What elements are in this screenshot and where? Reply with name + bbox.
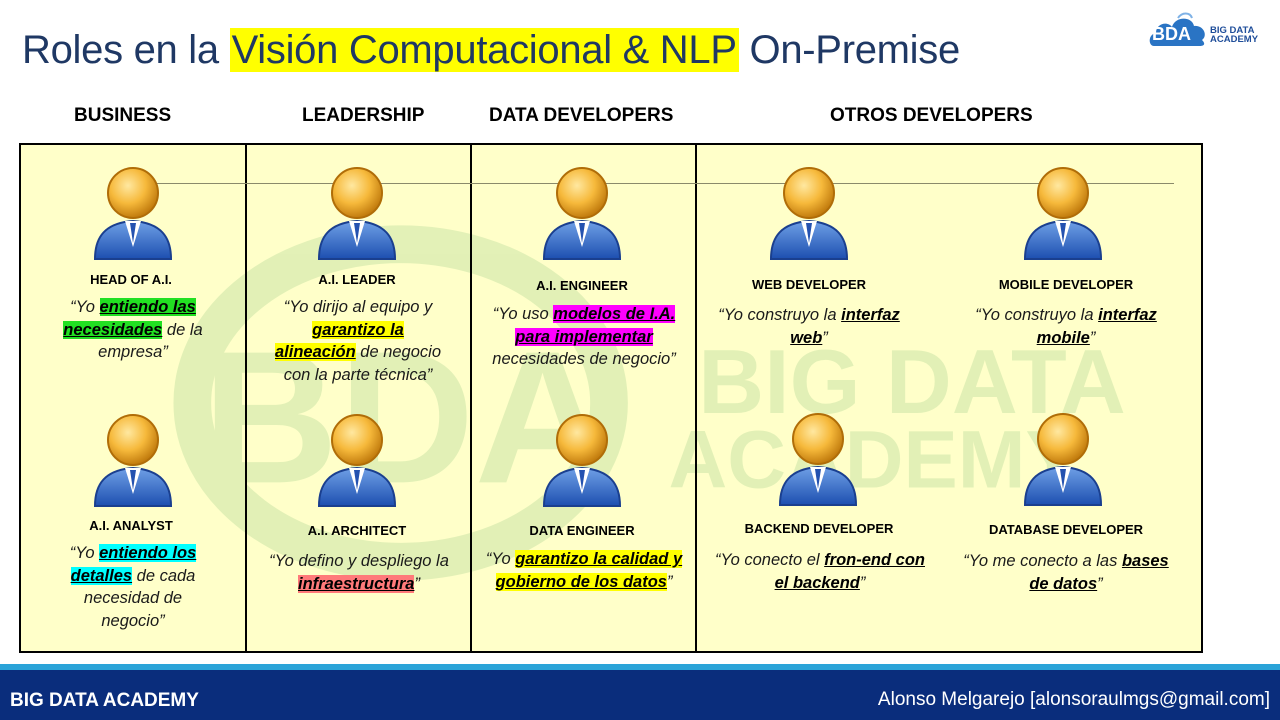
roles-board: BDA BIG DATA ACADEMY HEAD OF A.I. “Yo en… [19,143,1203,653]
person-icon [1021,163,1105,261]
quote-ai-leader: “Yo dirijo al equipo y garantizo la alin… [274,298,442,384]
person-icon [540,410,624,508]
role-database-developer: DATABASE DEVELOPER [988,522,1144,537]
cloud-icon [1149,12,1205,46]
person-icon [540,163,624,261]
title-prefix: Roles en la [22,28,230,72]
logo-abbr: BDA [1152,24,1191,44]
column-header-data-developers: DATA DEVELOPERS [489,105,674,126]
quote-web-developer: “Yo construyo la interfaz web” [718,306,900,347]
bda-logo [1148,10,1273,50]
role-ai-analyst: A.I. ANALYST [89,518,173,533]
title-highlight: Visión Computacional & NLP [229,28,739,72]
column-header-otros-developers: OTROS DEVELOPERS [830,105,1033,126]
column-divider [695,145,697,651]
quote-data-engineer: “Yo garantizo la calidad y gobierno de l… [485,550,683,591]
footer-author: Alonso Melgarejo [alonsoraulmgs@gmail.co… [877,689,1270,710]
role-ai-engineer: A.I. ENGINEER [536,278,628,293]
column-header-business: BUSINESS [74,105,172,126]
person-icon [91,410,175,508]
top-divider [147,183,1174,184]
role-head-of-ai: HEAD OF A.I. [90,272,172,287]
column-divider [470,145,472,651]
person-icon [776,409,860,507]
quote-ai-analyst: “Yo entiendo los detalles de cada necesi… [69,544,197,630]
role-data-engineer: DATA ENGINEER [529,523,635,538]
quote-head-of-ai: “Yo entiendo las necesidades de la empre… [63,298,203,361]
quote-ai-architect: “Yo defino y despliego la infraestructur… [269,552,449,593]
role-backend-developer: BACKEND DEVELOPER [744,521,894,536]
role-ai-leader: A.I. LEADER [318,272,396,287]
footer-stripe [0,664,1280,670]
role-ai-architect: A.I. ARCHITECT [307,523,407,538]
person-icon [315,410,399,508]
person-icon [91,163,175,261]
svg-text:ACADEMY: ACADEMY [669,414,1080,505]
footer-bar [0,670,1280,720]
role-web-developer: WEB DEVELOPER [751,277,867,292]
column-header-leadership: LEADERSHIP [302,105,425,126]
person-icon [315,163,399,261]
person-icon [767,163,851,261]
quote-mobile-developer: “Yo construyo la interfaz mobile” [975,306,1157,347]
title-suffix: On-Premise [738,28,961,72]
role-mobile-developer: MOBILE DEVELOPER [998,277,1134,292]
column-divider [245,145,247,651]
quote-ai-engineer: “Yo uso modelos de I.A. para implementar… [492,305,676,368]
person-icon [1021,409,1105,507]
quote-backend-developer: “Yo conecto el fron-end con el backend” [715,551,925,592]
footer-brand: BIG DATA ACADEMY [10,690,199,711]
quote-database-developer: “Yo me conecto a las bases de datos” [963,552,1169,593]
page-title: Roles en la Visión Computacional & NLP O… [22,28,960,73]
